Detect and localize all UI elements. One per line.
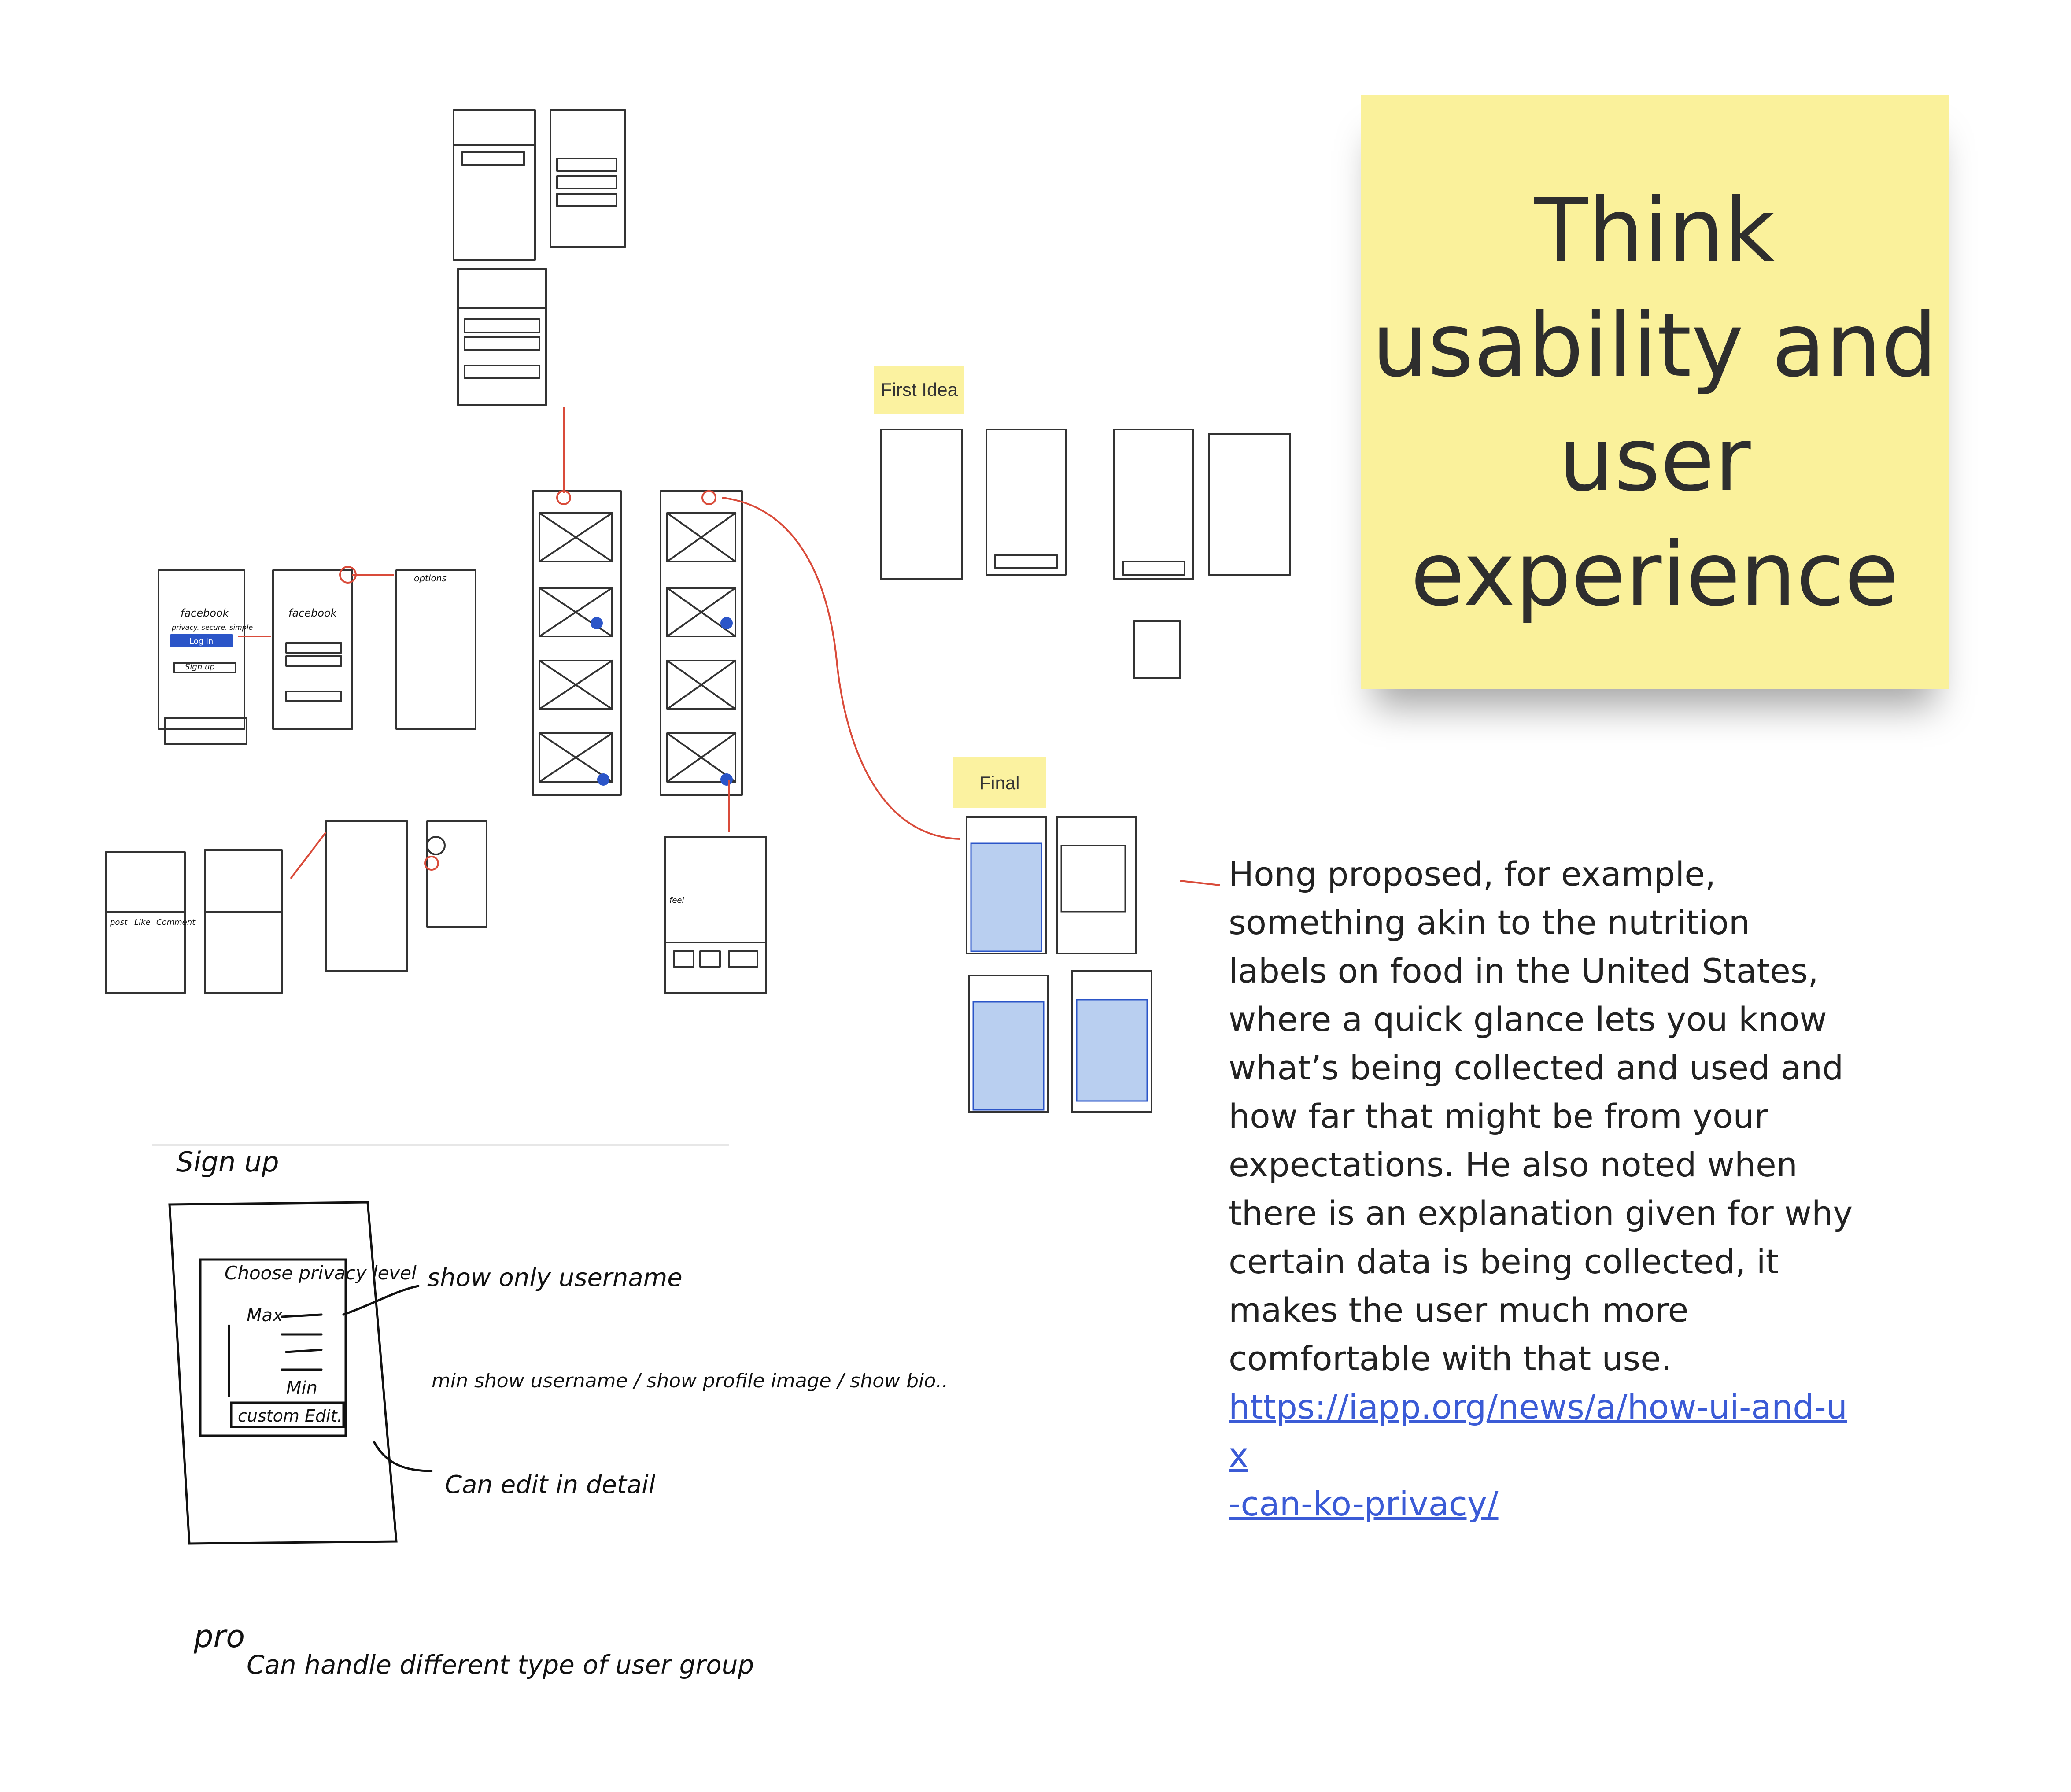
choose-privacy-label: Choose privacy level <box>225 1262 417 1284</box>
options-text: options <box>414 573 447 584</box>
sticky-note-text: Think usability and user experience <box>1361 174 1949 632</box>
profile-sketch-flow <box>105 820 487 994</box>
final-label: Final <box>953 757 1046 808</box>
like-tab-text: Like <box>134 918 151 927</box>
custom-edit-label: custom Edit. <box>238 1406 343 1426</box>
tagline-text: privacy. secure. simple <box>171 623 253 632</box>
first-idea-screens <box>880 429 1291 679</box>
signup-title: Sign up <box>176 1146 279 1178</box>
source-link-line-1[interactable]: https://iapp.org/news/a/how-ui-and-ux <box>1229 1387 1847 1475</box>
top-sketch-cluster <box>453 109 626 406</box>
show-only-username-note: show only username <box>427 1264 683 1292</box>
sticky-note: Think usability and user experience <box>1361 95 1949 689</box>
pro-note: pro <box>193 1618 245 1655</box>
sticky-line-2: usability and <box>1372 294 1938 397</box>
login-sketch-flow <box>158 569 476 745</box>
sticky-line-4: experience <box>1410 523 1899 626</box>
blue-accents <box>170 617 733 786</box>
facebook-text-2: facebook <box>288 607 337 619</box>
final-screens <box>966 816 1152 1113</box>
quote-text: Hong proposed, for example, something ak… <box>1229 854 1853 1378</box>
sign-up-text: Sign up <box>185 662 215 672</box>
min-show-note: min show username / show profile image /… <box>432 1370 948 1392</box>
signup-sketch <box>168 1201 433 1545</box>
max-label: Max <box>247 1305 283 1326</box>
first-idea-label: First Idea <box>874 366 964 414</box>
source-link[interactable]: https://iapp.org/news/a/how-ui-and-ux -c… <box>1229 1383 1854 1528</box>
feed-sketch-column-2 <box>660 490 743 796</box>
source-link-line-2[interactable]: -can-ko-privacy/ <box>1229 1484 1499 1523</box>
feel-text: feel <box>669 896 684 905</box>
can-handle-note: Can handle different type of user group <box>247 1650 754 1680</box>
sticky-line-1: Think <box>1534 180 1776 282</box>
flow-arrows <box>238 407 1220 886</box>
min-label: Min <box>286 1378 317 1398</box>
comment-tab-text: Comment <box>156 918 196 927</box>
feed-sketch-column-1 <box>532 490 622 796</box>
post-tab-text: post <box>110 918 128 927</box>
can-edit-detail-note: Can edit in detail <box>445 1471 656 1499</box>
sticky-line-3: user <box>1558 409 1751 511</box>
log-in-text: Log in <box>189 637 213 646</box>
facebook-text: facebook <box>181 607 229 619</box>
post-composer-sketch <box>664 836 767 994</box>
